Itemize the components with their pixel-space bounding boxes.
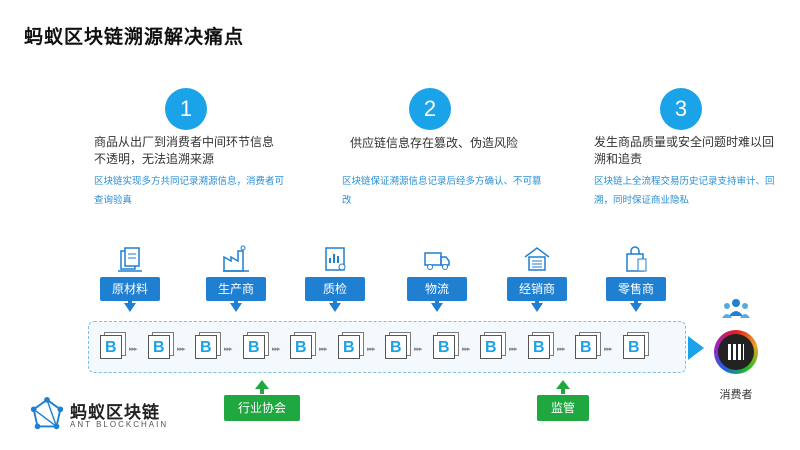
block-icon: B: [528, 332, 554, 361]
up-arrow-icon: [556, 380, 570, 394]
chain-link-icon: ▸▸▸: [367, 345, 375, 353]
block-icon: B: [575, 332, 601, 361]
chain-link-icon: ▸▸▸: [509, 345, 517, 353]
block-icon: B: [433, 332, 459, 361]
oversight-industry-association: 行业协会: [224, 380, 301, 421]
stage-manufacturer: 生产商: [203, 245, 269, 312]
ant-blockchain-logo: 蚂蚁区块链 ANT BLOCKCHAIN: [28, 396, 178, 436]
down-arrow-icon: [124, 298, 136, 312]
down-arrow-icon: [630, 298, 642, 312]
block-icon: B: [385, 332, 411, 361]
people-icon: [722, 299, 750, 318]
number-badge: 2: [409, 88, 451, 130]
block-icon: B: [480, 332, 506, 361]
consumer: 消费者: [706, 298, 766, 402]
stage-label: 生产商: [206, 277, 266, 301]
shopping-bag-icon: [626, 246, 647, 272]
pain-point-title: 发生商品质量或安全问题时难以回溯和追责: [594, 135, 775, 166]
block-icon: B: [195, 332, 221, 361]
block-mark: B: [343, 339, 355, 356]
number-badge: 1: [165, 88, 207, 130]
block-icon: B: [338, 332, 364, 361]
qr-scan-icon[interactable]: [714, 330, 758, 374]
chain-link-icon: ▸▸▸: [604, 345, 612, 353]
logo-mark-icon: [30, 396, 64, 430]
up-arrow-icon: [255, 380, 269, 394]
stage-label: 原材料: [100, 277, 160, 301]
block-icon: B: [623, 332, 649, 361]
block-mark: B: [533, 339, 545, 356]
down-arrow-icon: [431, 298, 443, 312]
block-mark: B: [295, 339, 307, 356]
stage-label: 经销商: [507, 277, 567, 301]
block-mark: B: [580, 339, 592, 356]
block-icon: B: [243, 332, 269, 361]
block-icon: B: [290, 332, 316, 361]
oversight-regulator: 监管: [537, 380, 590, 421]
down-arrow-icon: [531, 298, 543, 312]
block-mark: B: [200, 339, 212, 356]
chain-link-icon: ▸▸▸: [177, 345, 185, 353]
stage-label: 零售商: [606, 277, 666, 301]
number-badge: 3: [660, 88, 702, 130]
truck-icon: [424, 252, 450, 270]
stage-retailer: 零售商: [603, 245, 669, 312]
down-arrow-icon: [329, 298, 341, 312]
factory-icon: [223, 245, 249, 272]
materials-icon: [118, 247, 142, 272]
block-icon: B: [148, 332, 174, 361]
oversight-label: 行业协会: [224, 395, 301, 421]
chain-link-icon: ▸▸▸: [224, 345, 232, 353]
block-mark: B: [485, 339, 497, 356]
block-icon: B: [100, 332, 126, 361]
chain-link-icon: ▸▸▸: [129, 345, 137, 353]
block-mark: B: [628, 339, 640, 356]
pain-point-desc: 区块链实现多方共同记录溯源信息，消费者可查询验真: [94, 176, 285, 206]
stage-label: 质检: [305, 277, 365, 301]
block-mark: B: [105, 339, 117, 356]
page-title: 蚂蚁区块链溯源解决痛点: [24, 26, 245, 48]
logo-name: 蚂蚁区块链: [70, 403, 160, 423]
stage-logistics: 物流: [404, 245, 470, 312]
right-arrow-icon: [688, 336, 704, 360]
chain-link-icon: ▸▸▸: [414, 345, 422, 353]
block-mark: B: [153, 339, 165, 356]
stage-materials: 原材料: [97, 245, 163, 312]
pain-point-desc: 区块链保证溯源信息记录后经多方确认、不可篡改: [342, 176, 542, 206]
block-mark: B: [390, 339, 402, 356]
pain-point-title: 商品从出厂到消费者中间环节信息不透明，无法追溯来源: [94, 135, 275, 166]
down-arrow-icon: [230, 298, 242, 312]
logo-subtitle: ANT BLOCKCHAIN: [70, 420, 169, 429]
chain-link-icon: ▸▸▸: [272, 345, 280, 353]
chain-link-icon: ▸▸▸: [557, 345, 565, 353]
warehouse-icon: [524, 247, 550, 271]
pain-point-title: 供应链信息存在篡改、伪造风险: [350, 136, 519, 150]
stage-inspection: 质检: [302, 245, 368, 312]
chain-link-icon: ▸▸▸: [319, 345, 327, 353]
pain-point-desc: 区块链上全流程交易历史记录支持审计、回溯，同时保证商业隐私: [594, 176, 775, 206]
inspection-icon: [325, 247, 346, 271]
stage-distributor: 经销商: [504, 245, 570, 312]
stage-label: 物流: [407, 277, 467, 301]
chain-link-icon: ▸▸▸: [462, 345, 470, 353]
block-mark: B: [248, 339, 260, 356]
oversight-label: 监管: [537, 395, 590, 421]
block-mark: B: [438, 339, 450, 356]
consumer-label: 消费者: [719, 388, 753, 401]
